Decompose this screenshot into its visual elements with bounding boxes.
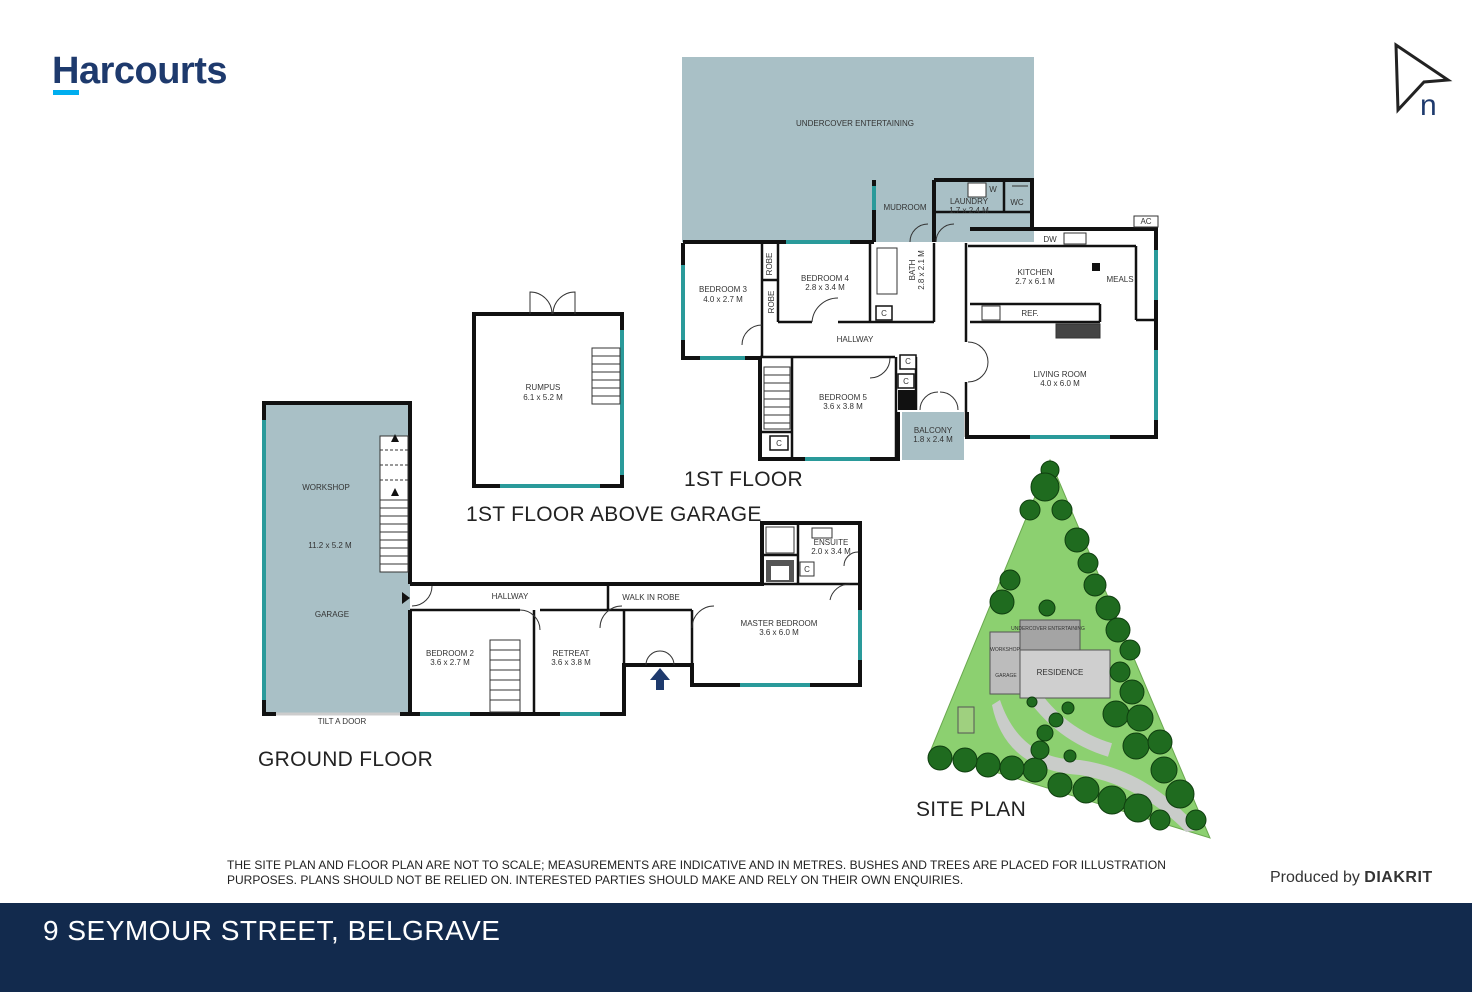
retreat-dim: 3.6 x 3.8 M	[551, 658, 591, 667]
tilt-a-door-label: TILT A DOOR	[318, 717, 367, 726]
entry-arrow-icon	[650, 668, 670, 690]
site-plan-caption: SITE PLAN	[916, 798, 1027, 821]
ensuite-dim: 2.0 x 3.4 M	[811, 547, 851, 556]
bedroom3-dim: 4.0 x 2.7 M	[703, 295, 743, 304]
site-garage-label: GARAGE	[995, 673, 1017, 679]
balcony-dim: 1.8 x 2.4 M	[913, 435, 953, 444]
laundry-label: LAUNDRY	[950, 197, 989, 206]
living-room-label: LIVING ROOM	[1033, 370, 1087, 379]
property-address: 9 SEYMOUR STREET, BELGRAVE	[43, 915, 501, 946]
first-floor-above-garage-caption: 1ST FLOOR ABOVE GARAGE	[466, 503, 762, 526]
mudroom-area	[874, 180, 934, 242]
bedroom5-dim: 3.6 x 3.8 M	[823, 402, 863, 411]
retreat-label: RETREAT	[553, 649, 590, 658]
north-label: n	[1420, 89, 1437, 120]
master-bedroom-dim: 3.6 x 6.0 M	[759, 628, 799, 637]
rumpus-dim: 6.1 x 5.2 M	[523, 393, 563, 402]
rumpus-label: RUMPUS	[526, 383, 561, 392]
wc-label: WC	[1010, 198, 1024, 207]
workshop-label: WORKSHOP	[302, 483, 350, 492]
site-residence-label: RESIDENCE	[1037, 668, 1084, 677]
walk-in-robe-label: WALK IN ROBE	[622, 593, 680, 602]
disclaimer-text: THE SITE PLAN AND FLOOR PLAN ARE NOT TO …	[227, 858, 1166, 887]
closet-c-label: C	[881, 309, 887, 318]
bedroom5-label: BEDROOM 5	[819, 393, 868, 402]
producer-brand: DIAKRIT	[1364, 869, 1433, 886]
harcourts-logo: Harcourts	[52, 50, 228, 92]
produced-by: Produced by DIAKRIT	[1270, 869, 1433, 887]
footer-bar	[0, 903, 1472, 992]
ac-label: AC	[1140, 217, 1151, 226]
ground-floor-caption: GROUND FLOOR	[258, 748, 434, 771]
produced-by-prefix: Produced by	[1270, 869, 1360, 886]
bedroom2-label: BEDROOM 2	[426, 649, 475, 658]
dw-label: DW	[1043, 235, 1057, 244]
garage-label: GARAGE	[315, 610, 349, 619]
bath-dim: 2.8 x 2.1 M	[917, 250, 926, 290]
closet-c-label: C	[804, 565, 810, 574]
w-label: W	[989, 185, 997, 194]
kitchen-dim: 2.7 x 6.1 M	[1015, 277, 1055, 286]
hallway-label: HALLWAY	[837, 335, 874, 344]
site-plan: UNDERCOVER ENTERTAINING WORKSHOP GARAGE …	[927, 458, 1211, 839]
bath-label: BATH	[908, 259, 917, 280]
balcony-label: BALCONY	[914, 426, 953, 435]
balcony-area	[902, 412, 964, 460]
living-room-dim: 4.0 x 6.0 M	[1040, 379, 1080, 388]
laundry-dim: 1.7 x 2.4 M	[949, 206, 989, 215]
ref-label: REF.	[1021, 309, 1038, 318]
mudroom-label: MUDROOM	[883, 203, 926, 212]
ensuite-label: ENSUITE	[814, 538, 849, 547]
garage-entry-icon	[402, 592, 410, 604]
meals-label: MEALS	[1106, 275, 1133, 284]
logo-underline	[53, 90, 79, 95]
kitchen-label: KITCHEN	[1017, 268, 1052, 277]
garage-dim: 11.2 x 5.2 M	[308, 541, 352, 550]
closet-c-label: C	[905, 357, 911, 366]
first-floor-stairs	[763, 366, 791, 430]
bedroom4-dim: 2.8 x 3.4 M	[805, 283, 845, 292]
bedroom4-label: BEDROOM 4	[801, 274, 850, 283]
undercover-entertaining-label: UNDERCOVER ENTERTAINING	[796, 119, 914, 128]
bedroom2-dim: 3.6 x 2.7 M	[430, 658, 470, 667]
robe-label: ROBE	[765, 253, 774, 276]
first-floor-caption: 1ST FLOOR	[684, 468, 804, 491]
closet-c-label: C	[903, 377, 909, 386]
site-undercover-label: UNDERCOVER ENTERTAINING	[1011, 626, 1085, 632]
site-workshop-label: WORKSHOP	[990, 647, 1020, 653]
rumpus-plan: RUMPUS 6.1 x 5.2 M	[472, 291, 624, 488]
north-arrow-icon: n	[1394, 42, 1453, 120]
bedroom3-label: BEDROOM 3	[699, 285, 748, 294]
closet-c-label: C	[776, 439, 782, 448]
site-trees	[927, 460, 1207, 831]
ground-floor-plan: WORKSHOP 11.2 x 5.2 M GARAGE TILT A DOOR…	[262, 401, 862, 726]
ground-hallway-label: HALLWAY	[492, 592, 529, 601]
robe-label: ROBE	[767, 291, 776, 314]
master-bedroom-label: MASTER BEDROOM	[741, 619, 818, 628]
first-floor-plan: UNDERCOVER ENTERTAINING MUDROOM LAUNDRY …	[681, 57, 1159, 461]
garage-stairs	[379, 435, 409, 573]
